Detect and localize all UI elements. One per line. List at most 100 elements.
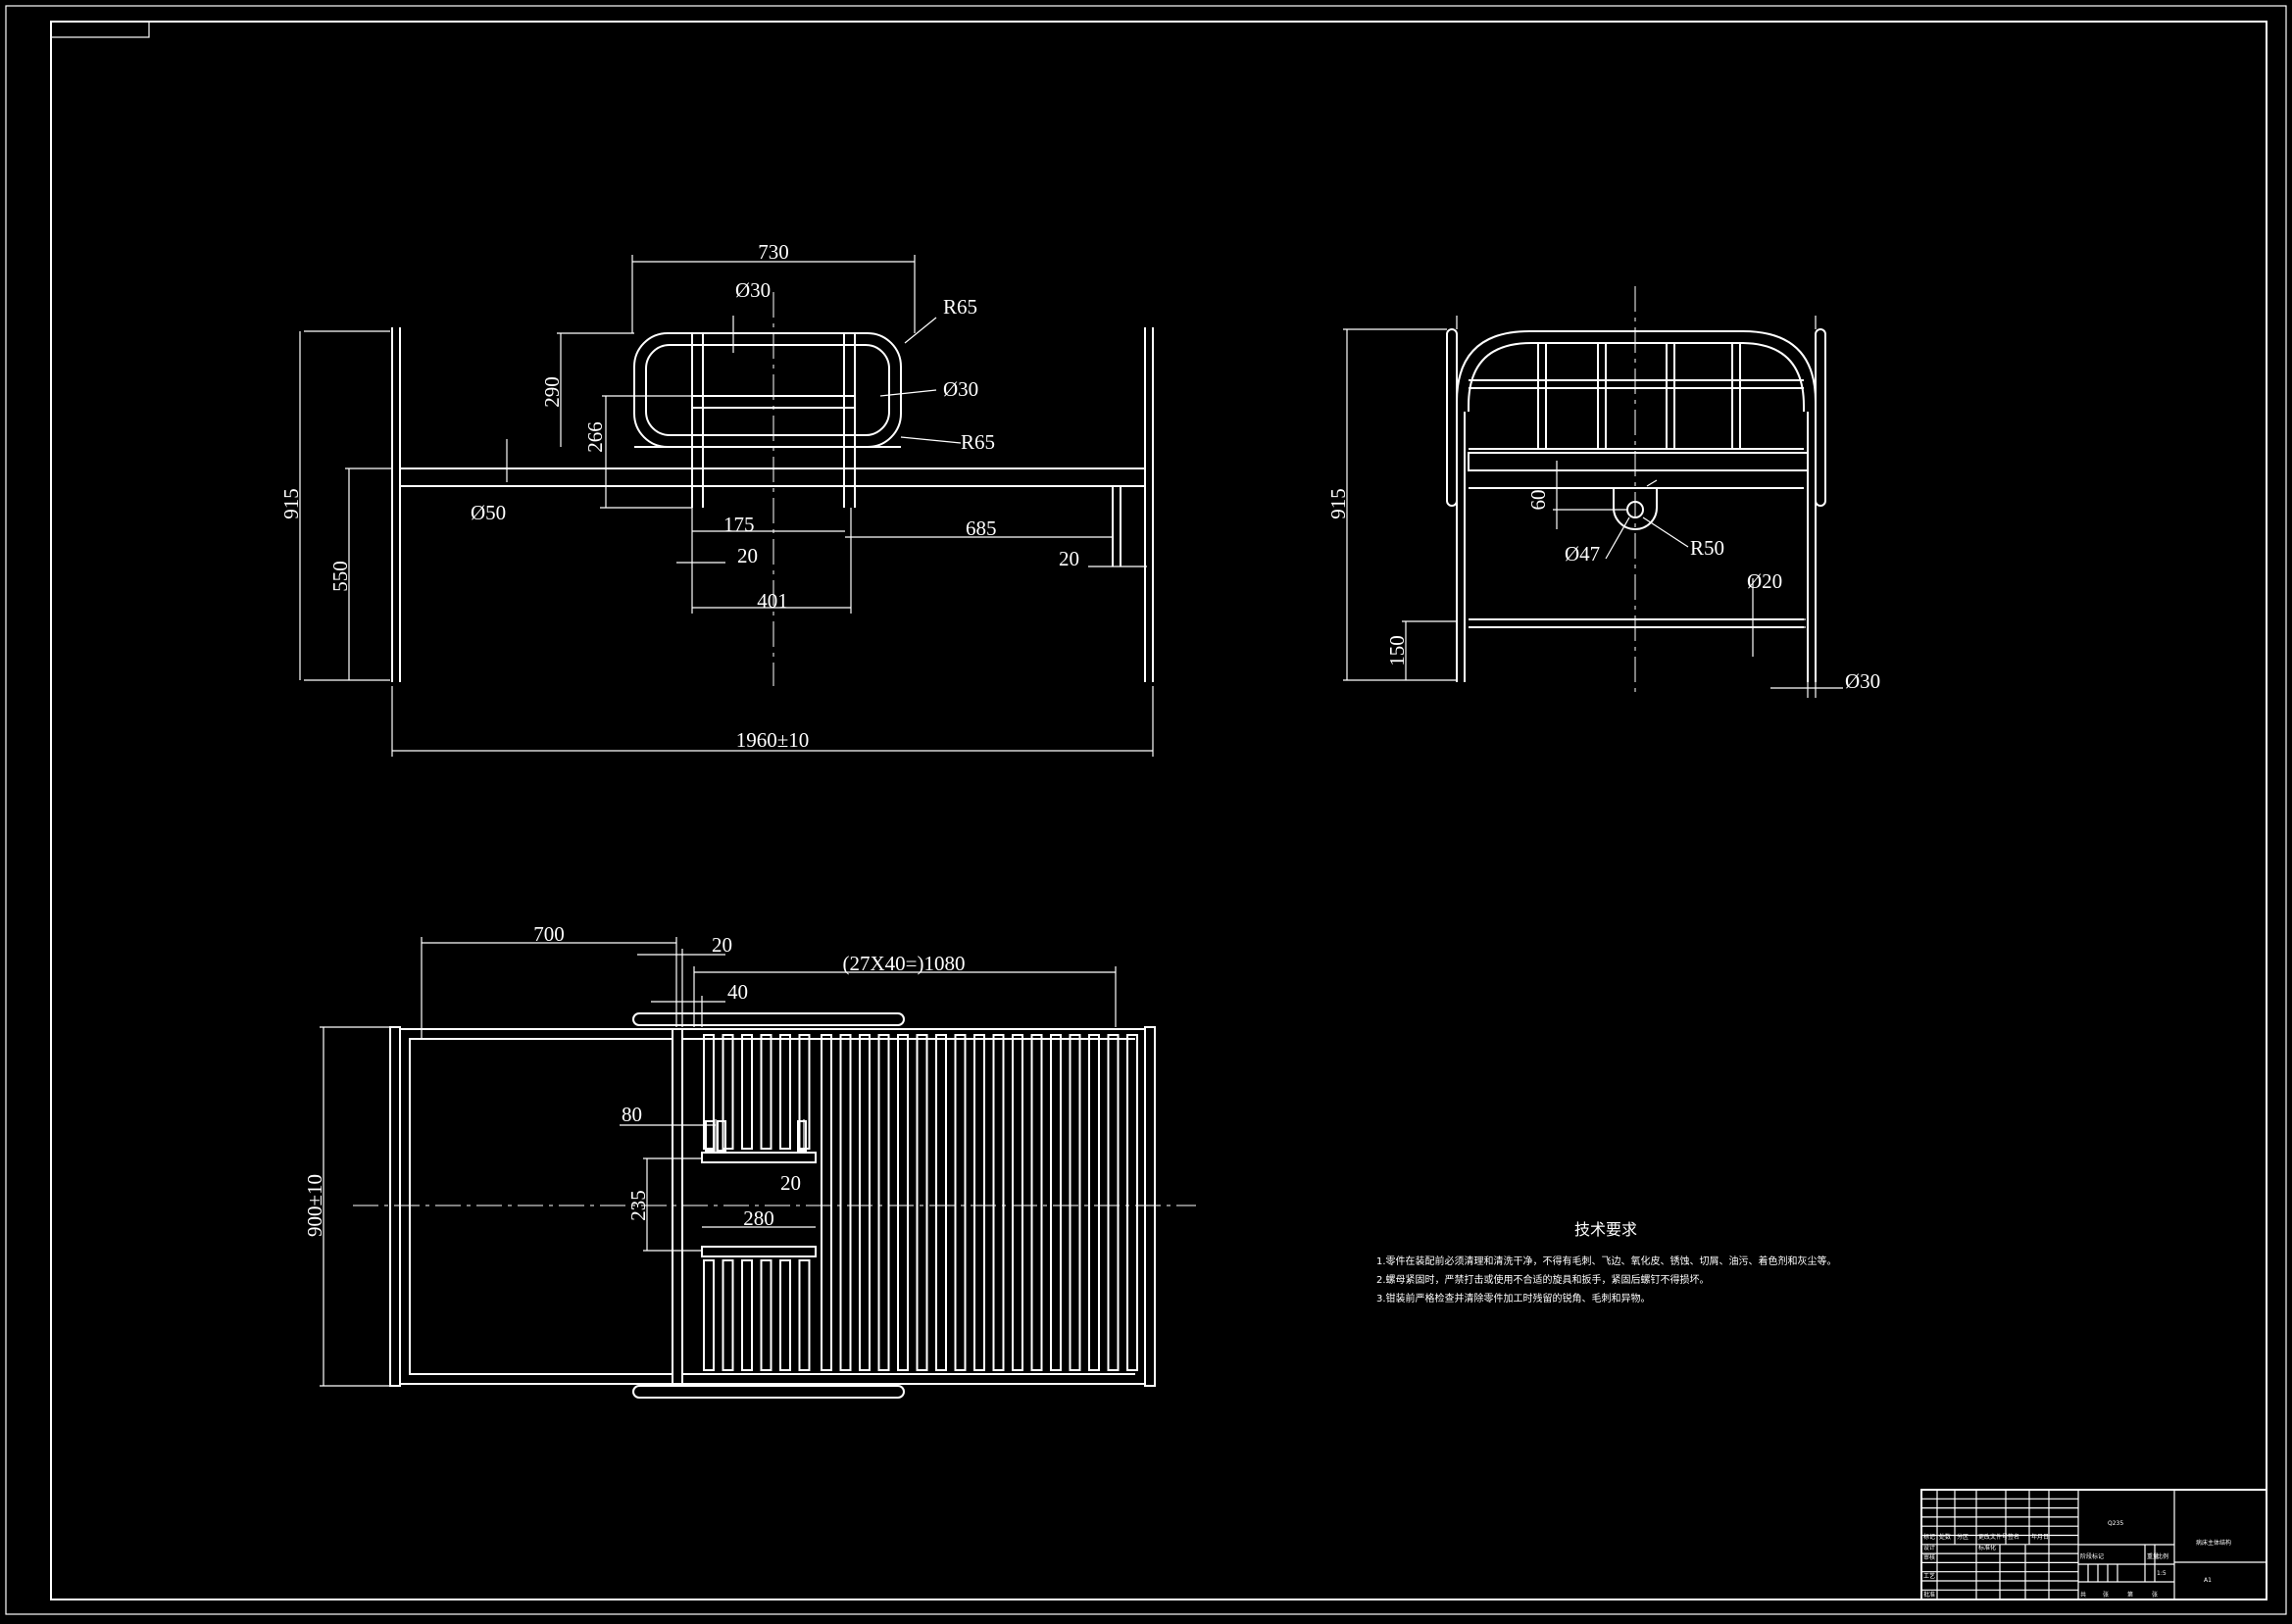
slat [1012,1034,1023,1371]
dim-266: 266 [583,421,607,453]
front-view [299,255,1154,757]
title-block-label: 工艺 [1923,1572,1935,1580]
dim-40: 40 [727,980,748,1004]
dim-730: 730 [758,240,789,264]
dim-550: 550 [328,561,352,592]
slat [877,1034,890,1371]
dim-r65-bottom: R65 [961,430,995,454]
dim-175: 175 [723,513,755,536]
slat [722,1034,734,1150]
dim-diameter-20: Ø20 [1747,569,1782,593]
dim-1960: 1960±10 [736,728,810,752]
slat [897,1034,909,1371]
top-view [320,937,1196,1399]
slat [703,1034,715,1150]
title-block [1920,1489,2267,1600]
slat [722,1259,734,1371]
slat [1107,1034,1120,1371]
title-block-label: 重量 [2147,1552,2159,1560]
slat [703,1259,715,1371]
tech-req-line-3: 3.钳装前严格检查并清除零件加工时残留的锐角、毛刺和异物。 [1376,1292,1651,1304]
dim-r50: R50 [1690,536,1724,560]
title-block-label: 处数 [1939,1533,1951,1541]
dim-20-left: 20 [737,544,758,567]
dim-685: 685 [966,517,997,540]
title-block-label: 更改文件号 [1978,1533,2008,1541]
dim-280: 280 [743,1206,774,1230]
dim-20-right: 20 [1059,547,1079,570]
dim-diameter-30-top: Ø30 [735,278,771,302]
slat [798,1259,811,1371]
title-block-label: 张 [2103,1591,2109,1599]
title-block-label: 张 [2152,1591,2158,1599]
side-view [1343,286,1843,698]
dim-235: 235 [626,1190,650,1221]
title-block-label: 签名 [2008,1533,2019,1541]
dim-diameter-30-mid: Ø30 [943,377,978,401]
title-block-labels: 标记处数分区 更改文件号签名 年月日设计 标准化阶段标记 重量比例 审核工艺批准 共 张 第 张 [1923,1533,2168,1599]
dim-20-top: 20 [712,933,732,957]
slat [839,1034,852,1371]
slat [717,1120,726,1152]
title-block-label: 设计 [1923,1544,1935,1551]
title-block-part-name: 病床主体结构 [2196,1539,2231,1547]
corner-tag-box [50,21,150,38]
dim-60: 60 [1526,490,1550,511]
dim-diameter-30-side: Ø30 [1845,669,1880,693]
slat [779,1259,791,1371]
slat [741,1259,753,1371]
tech-req-line-2: 2.螺母紧固时，严禁打击或使用不合适的旋具和扳手，紧固后螺钉不得损坏。 [1376,1273,1710,1286]
slat [973,1034,985,1371]
dim-diameter-50: Ø50 [471,501,506,524]
title-block-label: 审核 [1923,1553,1935,1561]
title-block-label: 标准化 [1978,1544,1996,1551]
slat [705,1120,715,1152]
title-block-sheet-size: A1 [2204,1577,2212,1584]
slat [859,1034,871,1371]
slat [741,1034,753,1150]
dim-1080: (27X40=)1080 [843,952,966,975]
inner-border [50,21,2267,1600]
title-block-label: 标记 [1923,1533,1935,1541]
slat [760,1034,772,1150]
slat [760,1259,772,1371]
dim-20-mid: 20 [780,1171,801,1195]
slat [992,1034,1005,1371]
title-block-label: 共 [2080,1591,2086,1599]
title-block-label: 批准 [1923,1591,1935,1599]
slat [821,1034,832,1371]
dim-401: 401 [757,589,788,613]
dim-150: 150 [1385,635,1409,666]
slat [1050,1034,1062,1371]
top-view-slats [703,1034,1138,1371]
slat [1088,1034,1100,1371]
dim-900: 900±10 [303,1174,326,1237]
title-block-material: Q235 [2108,1520,2123,1527]
slat [1069,1034,1081,1371]
title-block-label: 年月日 [2031,1533,2049,1541]
dim-diameter-47: Ø47 [1565,542,1600,566]
title-block-label: 阶段标记 [2080,1552,2104,1560]
dim-80: 80 [622,1103,642,1126]
tech-req-title: 技术要求 [1574,1220,1637,1239]
slat [935,1034,947,1371]
slat [954,1034,967,1371]
title-block-scale: 1:5 [2157,1570,2167,1577]
tech-req-line-1: 1.零件在装配前必须清理和清洗干净，不得有毛刺、飞边、氧化皮、锈蚀、切屑、油污、… [1376,1255,1837,1267]
slat [1030,1034,1043,1371]
title-block-label: 分区 [1957,1533,1968,1541]
dim-915-side: 915 [1326,488,1350,519]
slat [916,1034,928,1371]
dim-915-front: 915 [279,488,303,519]
dim-r65-top: R65 [943,295,977,319]
slat [797,1120,807,1152]
slat [779,1034,791,1150]
slat [1126,1034,1138,1371]
outer-border [5,5,2287,1615]
dim-290: 290 [540,376,564,408]
dim-700: 700 [533,922,565,946]
title-block-label: 比例 [2157,1552,2168,1560]
title-block-label: 第 [2127,1591,2133,1599]
